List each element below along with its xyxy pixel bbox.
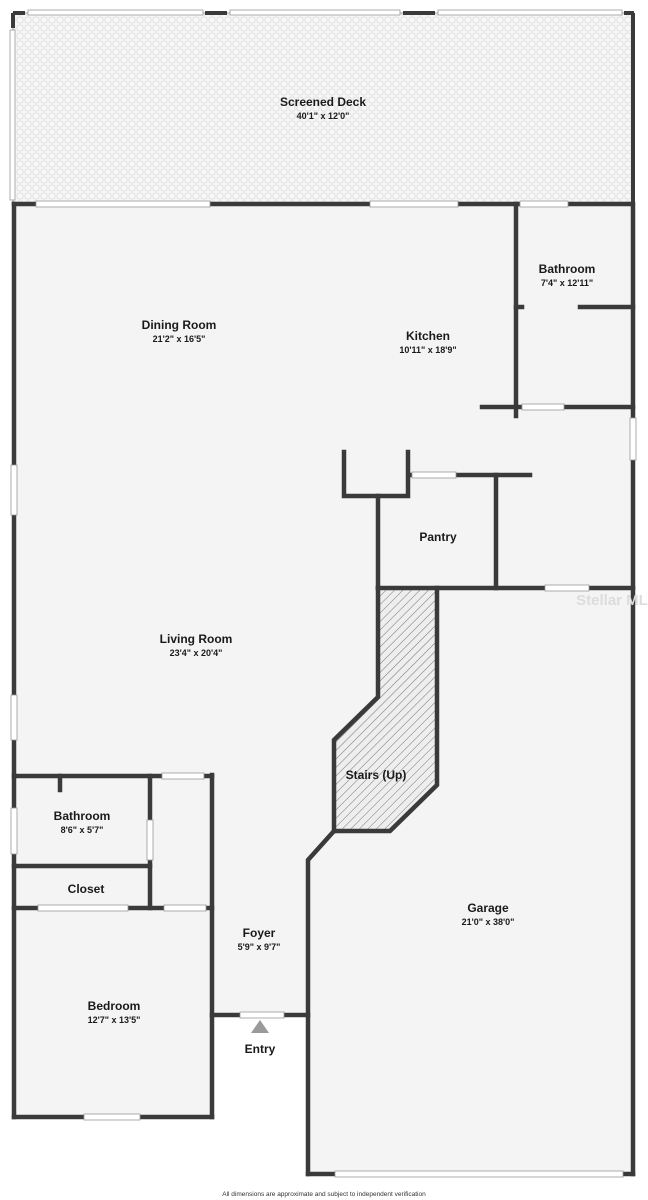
stairs-name: Stairs (Up): [346, 768, 407, 782]
dining-room-dims: 21'2" x 16'5": [153, 334, 206, 344]
bathroom-lower-dims: 8'6" x 5'7": [61, 825, 104, 835]
entry-arrow-icon: [251, 1020, 269, 1033]
garage-dims: 21'0" x 38'0": [462, 917, 515, 927]
deck-wall-segments: [11, 11, 635, 204]
watermark: Stellar MLS: [576, 592, 648, 609]
entry-label: Entry: [245, 1042, 276, 1056]
dining-room-name: Dining Room: [142, 318, 217, 332]
foyer-dims: 5'9" x 9'7": [238, 942, 281, 952]
bathroom-lower-name: Bathroom: [54, 809, 111, 823]
bedroom-name: Bedroom: [88, 999, 141, 1013]
pantry-name: Pantry: [419, 530, 457, 544]
screened-deck-dims: 40'1" x 12'0": [297, 111, 350, 121]
windows: [9, 9, 637, 1178]
kitchen-dims: 10'11" x 18'9": [399, 345, 456, 355]
bedroom-dims: 12'7" x 13'5": [88, 1015, 141, 1025]
closet-name: Closet: [68, 882, 105, 896]
footer-note: All dimensions are approximate and subje…: [222, 1191, 426, 1198]
garage-name: Garage: [467, 901, 509, 915]
screened-deck-area: [12, 12, 634, 205]
foyer-name: Foyer: [243, 926, 276, 940]
kitchen-name: Kitchen: [406, 329, 450, 343]
bathroom-upper-name: Bathroom: [539, 262, 596, 276]
house-floor: [16, 204, 632, 1173]
bathroom-upper-dims: 7'4" x 12'11": [541, 278, 593, 288]
stairs-hatch: [334, 588, 437, 831]
living-room-name: Living Room: [160, 632, 233, 646]
living-room-dims: 23'4" x 20'4": [170, 648, 223, 658]
screened-deck-name: Screened Deck: [280, 95, 366, 109]
